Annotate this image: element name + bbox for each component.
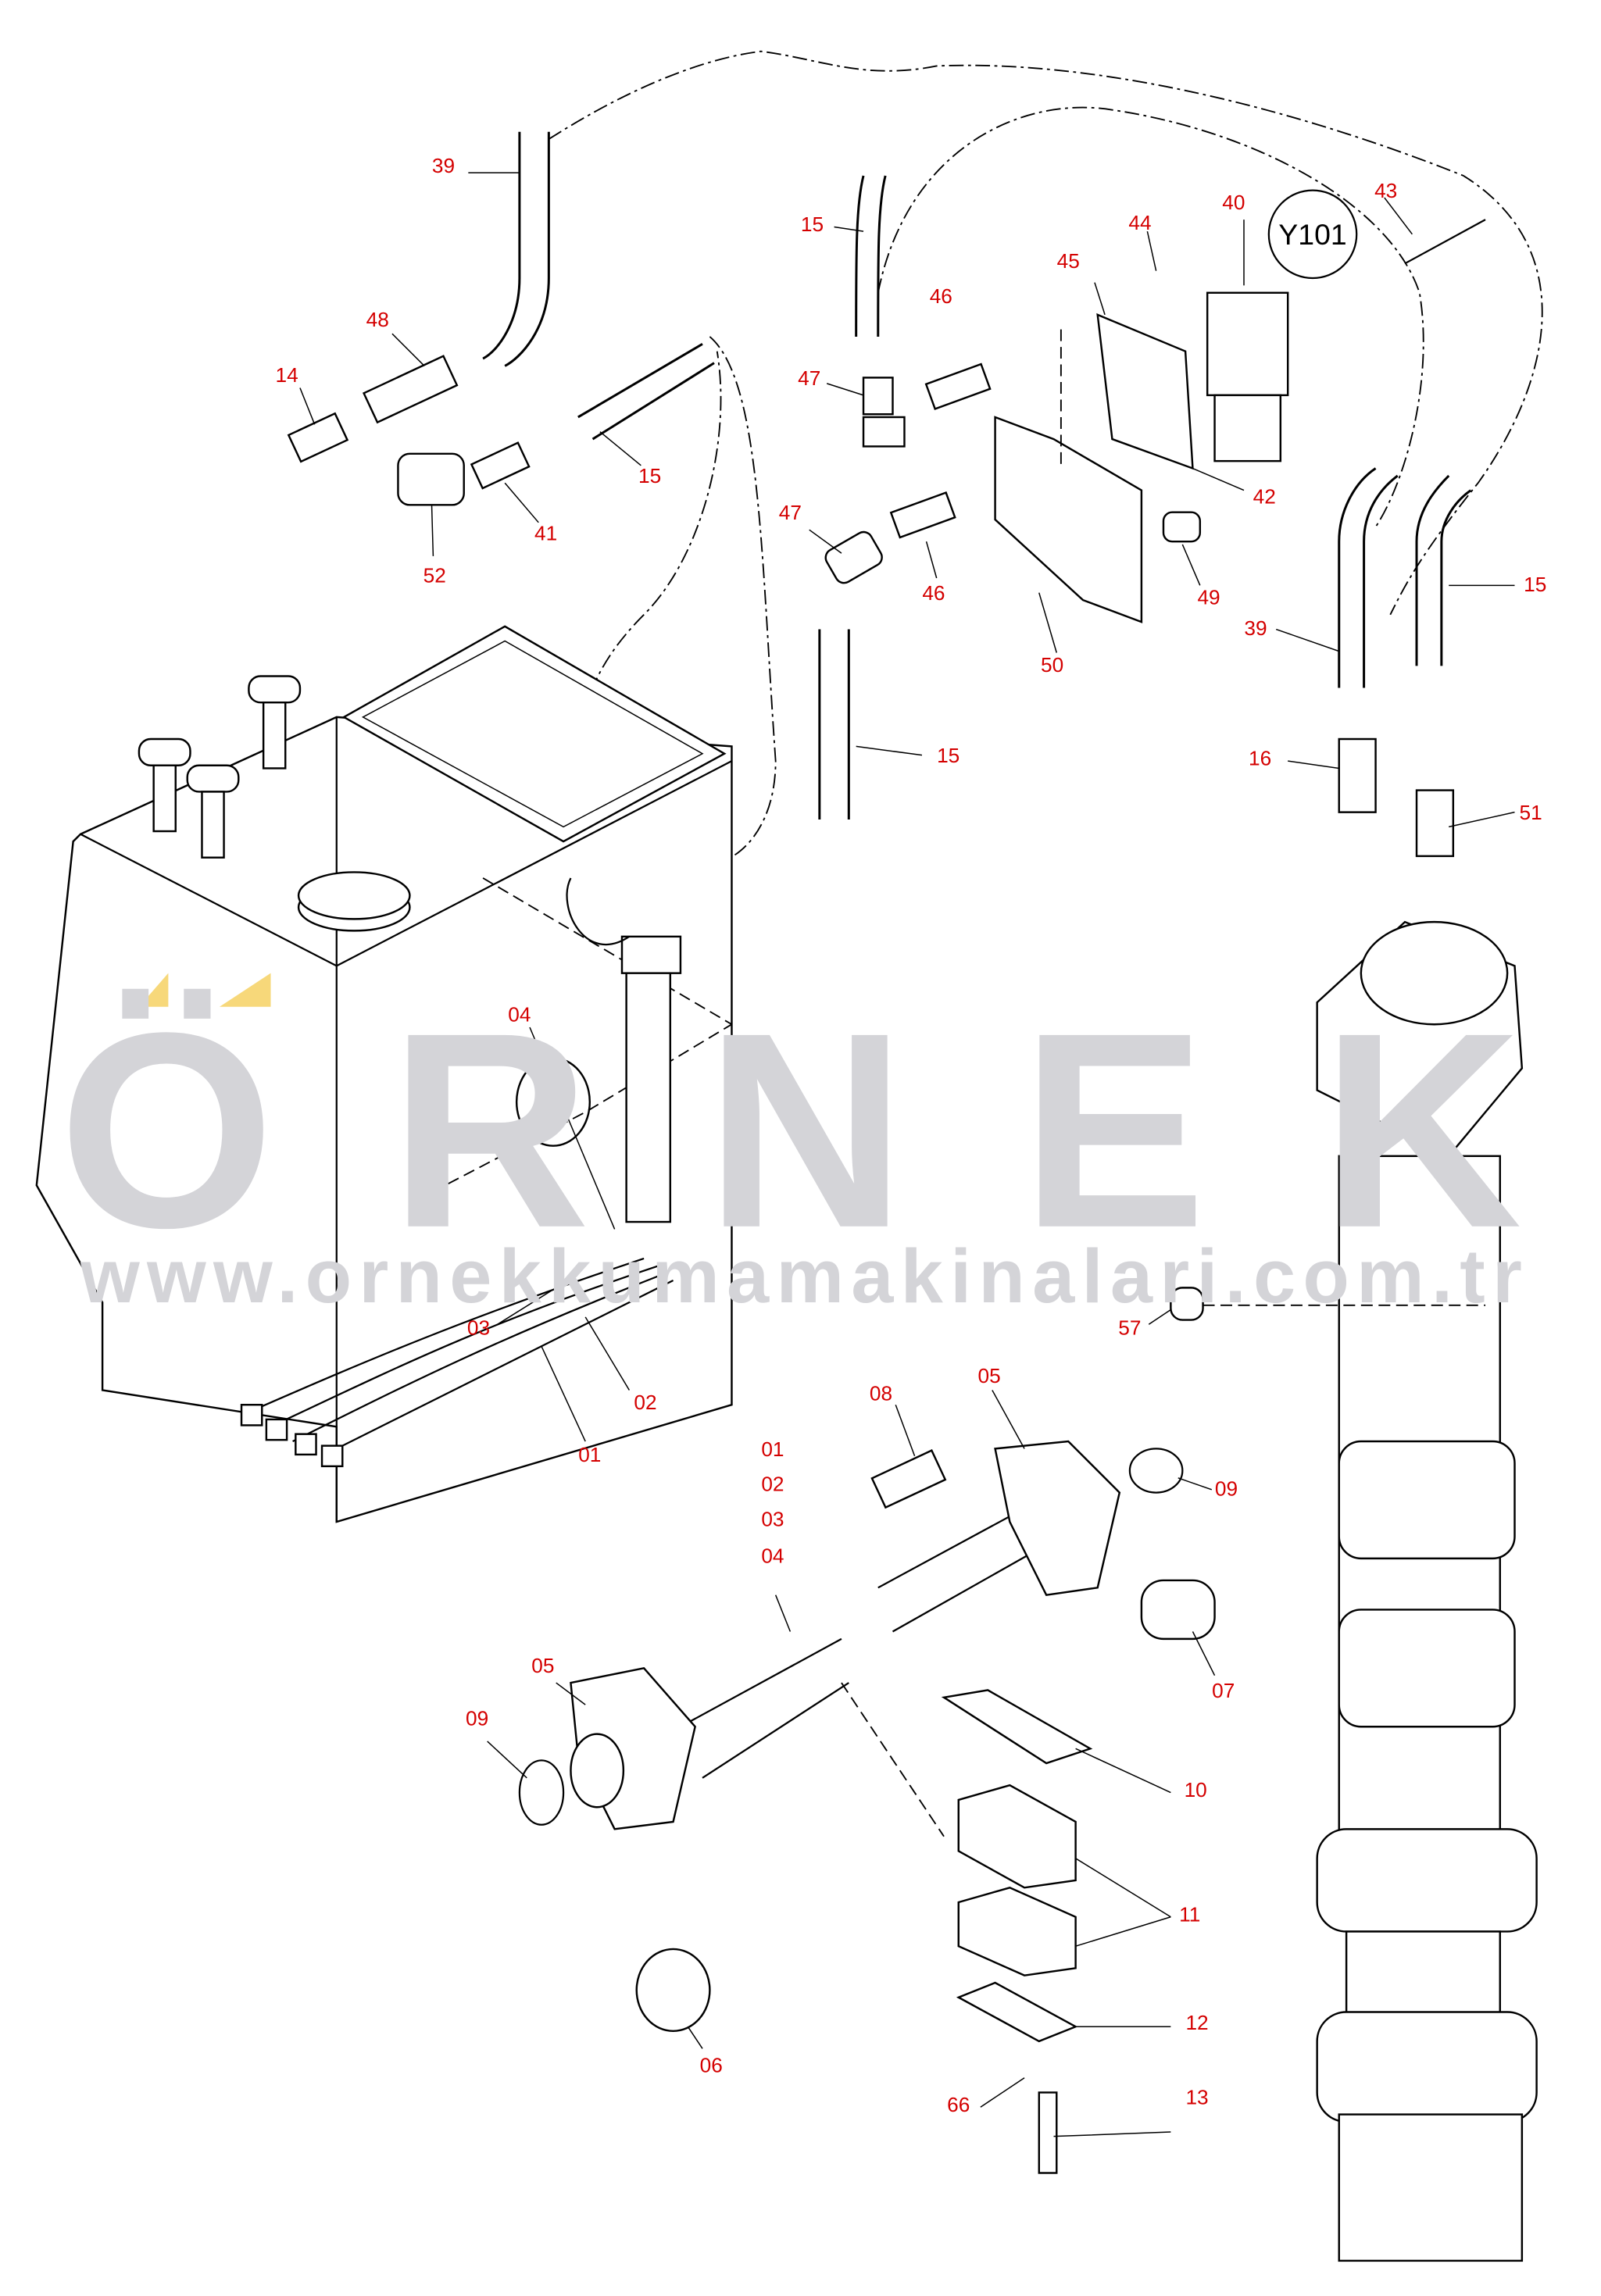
label-46: 46 (930, 284, 952, 308)
label-09: 09 (1215, 1477, 1238, 1500)
label-11: 11 (1179, 1902, 1200, 1926)
label-02: 02 (634, 1391, 656, 1414)
hose-39-top (482, 131, 550, 367)
label-15: 15 (937, 744, 960, 767)
hose-15-a (855, 175, 887, 337)
leader-lines (299, 172, 1515, 2137)
label-46: 46 (922, 581, 945, 605)
label-44: 44 (1128, 211, 1151, 234)
hose-39-right (1338, 467, 1399, 688)
label-04: 04 (761, 1544, 784, 1567)
label-42: 42 (1253, 484, 1276, 508)
label-57: 57 (1118, 1316, 1141, 1339)
label-51: 51 (1520, 801, 1542, 824)
label-49: 49 (1197, 586, 1220, 609)
label-01: 01 (578, 1443, 601, 1466)
fittings (287, 355, 1455, 1321)
label-15: 15 (801, 212, 824, 236)
label-15: 15 (1524, 573, 1546, 596)
label-03: 03 (761, 1508, 784, 1531)
label-52: 52 (423, 564, 446, 587)
label-03: 03 (467, 1316, 490, 1339)
label-13: 13 (1185, 2085, 1208, 2109)
label-47: 47 (779, 501, 802, 524)
solenoid-valve: Y101 (994, 189, 1486, 623)
part-labels: 39 15 40 43 44 45 46 48 14 47 15 41 52 4… (276, 154, 1547, 2116)
label-50: 50 (1041, 653, 1063, 677)
label-10: 10 (1185, 1778, 1207, 1801)
label-02: 02 (761, 1473, 784, 1496)
column-cylinder (1316, 920, 1538, 2262)
watermark-url: www.ornekkumamakinalari.com.tr (80, 1234, 1522, 1319)
solenoid-tag: Y101 (1278, 218, 1346, 251)
label-39: 39 (432, 154, 455, 177)
label-05: 05 (531, 1654, 554, 1677)
label-04: 04 (508, 1002, 531, 1026)
label-43: 43 (1374, 179, 1397, 202)
label-15: 15 (638, 464, 661, 487)
label-47: 47 (798, 366, 820, 390)
label-12: 12 (1185, 2011, 1208, 2034)
label-40: 40 (1222, 191, 1245, 214)
label-08: 08 (870, 1382, 892, 1405)
label-09: 09 (466, 1706, 488, 1730)
label-06: 06 (700, 2053, 723, 2076)
label-05: 05 (978, 1364, 1001, 1387)
label-41: 41 (534, 521, 557, 545)
return-line (548, 50, 1543, 616)
label-48: 48 (366, 308, 389, 331)
label-39: 39 (1244, 616, 1267, 640)
label-14: 14 (276, 363, 298, 387)
label-01: 01 (761, 1437, 784, 1461)
label-07: 07 (1212, 1679, 1235, 1702)
hydraulic-tank (35, 625, 733, 1523)
label-45: 45 (1057, 249, 1080, 273)
label-66: 66 (947, 2093, 970, 2116)
pipe-assembly (518, 1440, 1216, 2174)
label-16: 16 (1249, 747, 1271, 770)
